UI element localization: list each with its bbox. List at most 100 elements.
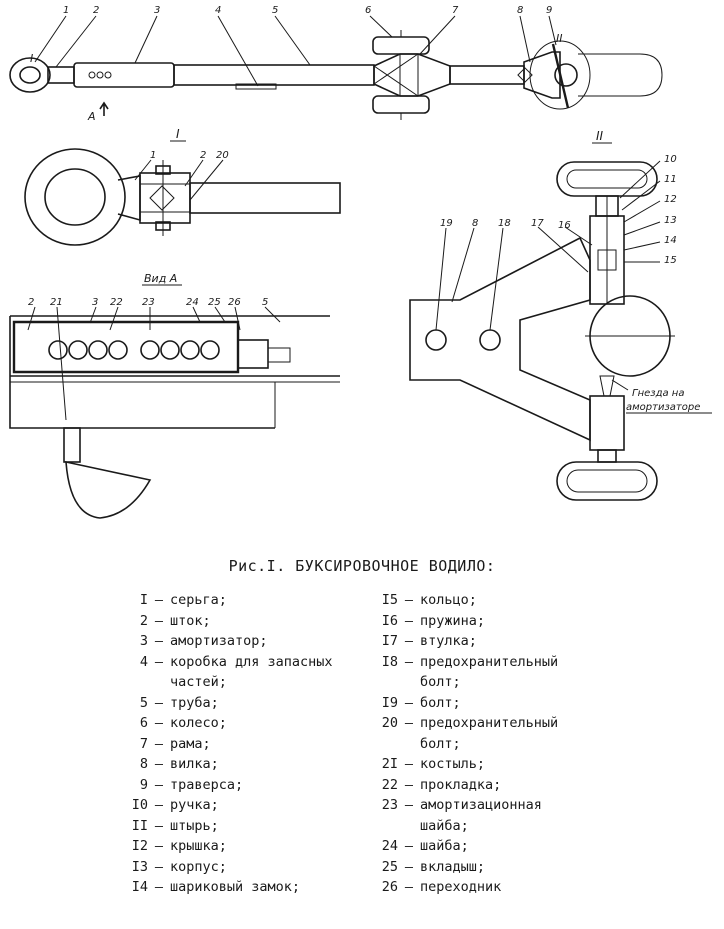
nest-label-line2: амортизаторе xyxy=(626,402,700,413)
detail-ii-callout-13: 13 xyxy=(664,215,677,226)
legend-item-text: пружина; xyxy=(420,612,486,629)
legend-item-number: I xyxy=(139,592,148,608)
legend-item-number: 8 xyxy=(139,756,148,772)
legend-dash: – xyxy=(404,879,414,895)
legend-dash: – xyxy=(404,612,414,629)
legend-item: 5–труба; xyxy=(112,693,362,714)
legend-item: 9–траверса; xyxy=(112,775,362,796)
legend-item: I–серьга; xyxy=(112,590,362,611)
legend-right-column: I5–кольцо;I6–пружина;I7–втулка;I8–предох… xyxy=(362,590,602,898)
view-a-callout-26: 26 xyxy=(228,297,241,308)
legend-dash: – xyxy=(404,838,414,854)
legend-item-text: вилка; xyxy=(170,756,219,772)
legend-item-text: предохранительный xyxy=(420,653,559,670)
arrow-a-label: А xyxy=(87,110,96,123)
view-i-marker: I xyxy=(30,52,33,65)
view-ii-marker: II xyxy=(556,32,563,45)
legend-item-text: шариковый замок; xyxy=(170,879,301,895)
legend-item-text: корпус; xyxy=(170,858,227,875)
detail-ii-callout-17: 17 xyxy=(531,218,544,229)
view-a: Вид А 2 21 3 xyxy=(9,272,340,519)
view-a-callout-2: 2 xyxy=(28,297,34,308)
legend-item-number: 24 xyxy=(381,838,398,854)
legend-dash: – xyxy=(404,797,414,813)
legend-item-number: 22 xyxy=(381,776,398,793)
legend-item-continuation: шайба; xyxy=(362,816,602,837)
callout-2: 2 xyxy=(93,5,99,16)
legend-item: I6–пружина; xyxy=(362,611,602,632)
legend-item-number: 4 xyxy=(139,653,148,670)
legend-item: I3–корпус; xyxy=(112,857,362,878)
legend-item-text: амортизационная xyxy=(420,797,542,813)
legend-dash: – xyxy=(154,715,164,731)
legend-item: 2I–костыль; xyxy=(362,754,602,775)
legend-item: 4–коробка для запасных xyxy=(112,652,362,673)
legend-dash: – xyxy=(154,633,164,649)
legend-dash: – xyxy=(404,715,414,731)
legend-item-continuation: болт; xyxy=(362,672,602,693)
legend-dash: – xyxy=(404,756,414,772)
detail-ii-callout-11: 11 xyxy=(664,174,677,185)
legend-dash: – xyxy=(154,592,164,608)
legend-dash: – xyxy=(154,797,164,813)
detail-i-title: I xyxy=(176,127,180,141)
detail-ii-callout-15: 15 xyxy=(664,255,677,266)
legend-item-number: I9 xyxy=(381,694,398,711)
legend-item: I7–втулка; xyxy=(362,631,602,652)
legend-item-number: I0 xyxy=(131,797,148,813)
legend-item: I9–болт; xyxy=(362,693,602,714)
legend-item-text: предохранительный xyxy=(420,715,559,731)
legend-item-text: крышка; xyxy=(170,838,227,854)
legend-item: 6–колесо; xyxy=(112,713,362,734)
view-a-callout-5: 5 xyxy=(262,297,268,308)
legend-item-number: I5 xyxy=(381,592,398,608)
legend-dash: – xyxy=(154,776,164,793)
detail-ii-callout-8: 8 xyxy=(472,218,478,229)
detail-i: I 1 2 20 xyxy=(24,127,341,246)
legend-item-number: 9 xyxy=(139,776,148,793)
detail-ii: II xyxy=(409,129,712,501)
legend-item-number: 3 xyxy=(139,633,148,649)
legend-item: 2–шток; xyxy=(112,611,362,632)
legend-item-number: 2I xyxy=(381,756,398,772)
legend-item-text: шайба; xyxy=(420,838,469,854)
legend-item-number: I7 xyxy=(381,633,398,649)
legend-item: 22–прокладка; xyxy=(362,775,602,796)
legend-item-text: вкладыш; xyxy=(420,858,486,875)
legend-item-number: I8 xyxy=(381,653,398,670)
callout-3: 3 xyxy=(154,5,160,16)
legend-item-number: 20 xyxy=(381,715,398,731)
legend-item: II–штырь; xyxy=(112,816,362,837)
callout-4: 4 xyxy=(215,5,221,16)
legend-item: I5–кольцо; xyxy=(362,590,602,611)
legend-item-number: 26 xyxy=(381,879,398,895)
legend-dash: – xyxy=(404,653,414,670)
legend-dash: – xyxy=(154,879,164,895)
callout-5: 5 xyxy=(272,5,278,16)
legend-item-number: 5 xyxy=(139,694,148,711)
legend-item-text-cont: болт; xyxy=(420,735,461,752)
legend-item: 20–предохранительный xyxy=(362,713,602,734)
legend-item-number: II xyxy=(131,817,148,834)
legend-dash: – xyxy=(154,817,164,834)
legend-item-text: штырь; xyxy=(170,817,219,834)
legend-item: I0–ручка; xyxy=(112,795,362,816)
legend-dash: – xyxy=(154,735,164,752)
legend-item-text: коробка для запасных xyxy=(170,653,333,670)
legend-item-text: кольцо; xyxy=(420,592,477,608)
legend-dash: – xyxy=(404,858,414,875)
legend-item-text-cont: болт; xyxy=(420,674,461,690)
legend-item: I4–шариковый замок; xyxy=(112,877,362,898)
legend-item-text: костыль; xyxy=(420,756,486,772)
legend-item: 3–амортизатор; xyxy=(112,631,362,652)
legend-dash: – xyxy=(154,756,164,772)
legend-item-number: I2 xyxy=(131,838,148,854)
legend-dash: – xyxy=(404,776,414,793)
legend-dash: – xyxy=(404,633,414,649)
legend-item: 25–вкладыш; xyxy=(362,857,602,878)
legend-item-text-cont: частей; xyxy=(170,674,227,690)
technical-drawing: А I II 1 2 3 4 5 6 7 8 9 I xyxy=(9,5,712,519)
legend-item-text: труба; xyxy=(170,694,219,711)
callout-1: 1 xyxy=(63,5,69,16)
figure-caption: Рис.I. БУКСИРОВОЧНОЕ ВОДИЛО: xyxy=(228,557,496,575)
